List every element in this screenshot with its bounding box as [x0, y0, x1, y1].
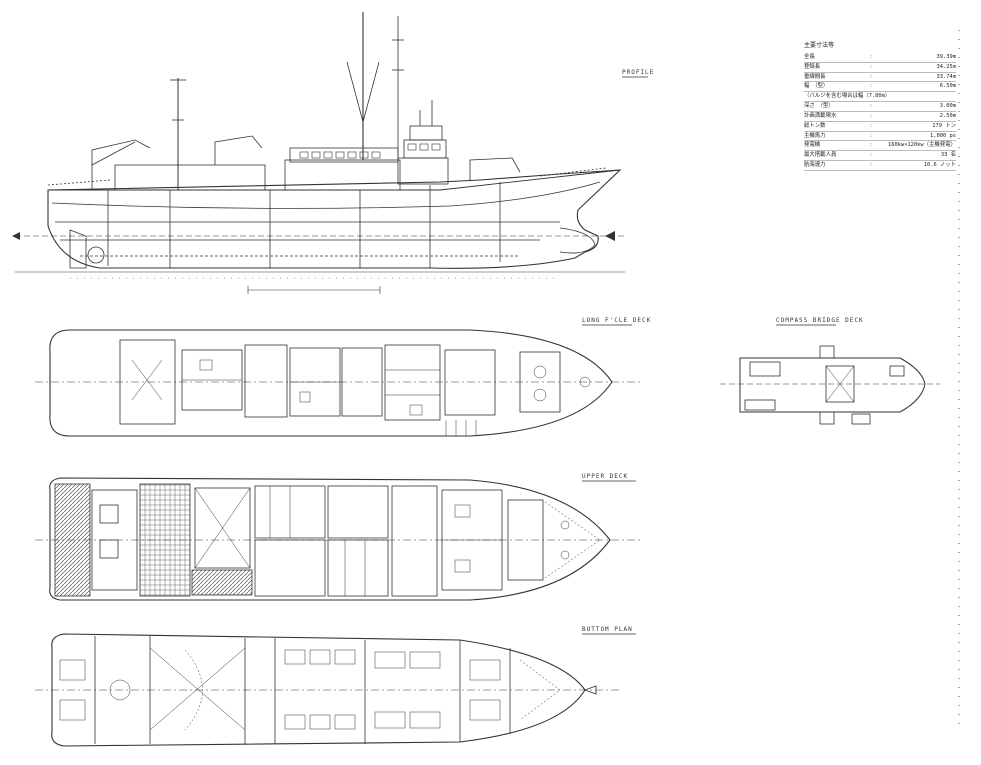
spec-row: 最大搭載人員:33 名 [804, 151, 956, 161]
spec-row: 全長:39.39m [804, 53, 956, 63]
spec-row: 幅 （型）:6.50m [804, 82, 956, 93]
principal-particulars-table: 主要寸法等 全長:39.39m 登録長:34.25m 垂線間長:33.74m 幅… [804, 40, 956, 171]
spec-row: 垂線間長:33.74m [804, 73, 956, 83]
spec-row: 登録長:34.25m [804, 63, 956, 73]
spec-row: 計画満載喫水:2.50m [804, 112, 956, 122]
upper-deck-label: UPPER DECK [582, 473, 629, 480]
bottom-plan-label: BOTTOM PLAN [582, 626, 633, 633]
bottom-plan-view [35, 633, 620, 747]
spec-row: 発電機:160kw×120kw（主機発電） [804, 141, 956, 152]
compass-bridge-deck-view [720, 345, 940, 425]
spec-row: 航海速力:10.6 ノット [804, 161, 956, 171]
profile-label: PROFILE [622, 69, 655, 76]
spec-row: 総トン数:179 トン [804, 122, 956, 132]
compass-bridge-deck-label: COMPASS BRIDGE DECK [776, 317, 864, 324]
long-fcle-deck-label: LONG F'CLE DECK [582, 317, 652, 324]
upper-deck-view [35, 477, 640, 601]
long-fcle-deck-view [35, 329, 640, 437]
spec-row: 主機馬力:1,000 ps [804, 132, 956, 142]
sheet-edge-dots [958, 30, 960, 730]
profile-view [12, 12, 625, 294]
spec-title: 主要寸法等 [804, 42, 835, 49]
spec-note: （バルジを含む場合は幅（7.80m） [804, 92, 956, 103]
spec-row: 深さ （型）:3.00m [804, 102, 956, 112]
